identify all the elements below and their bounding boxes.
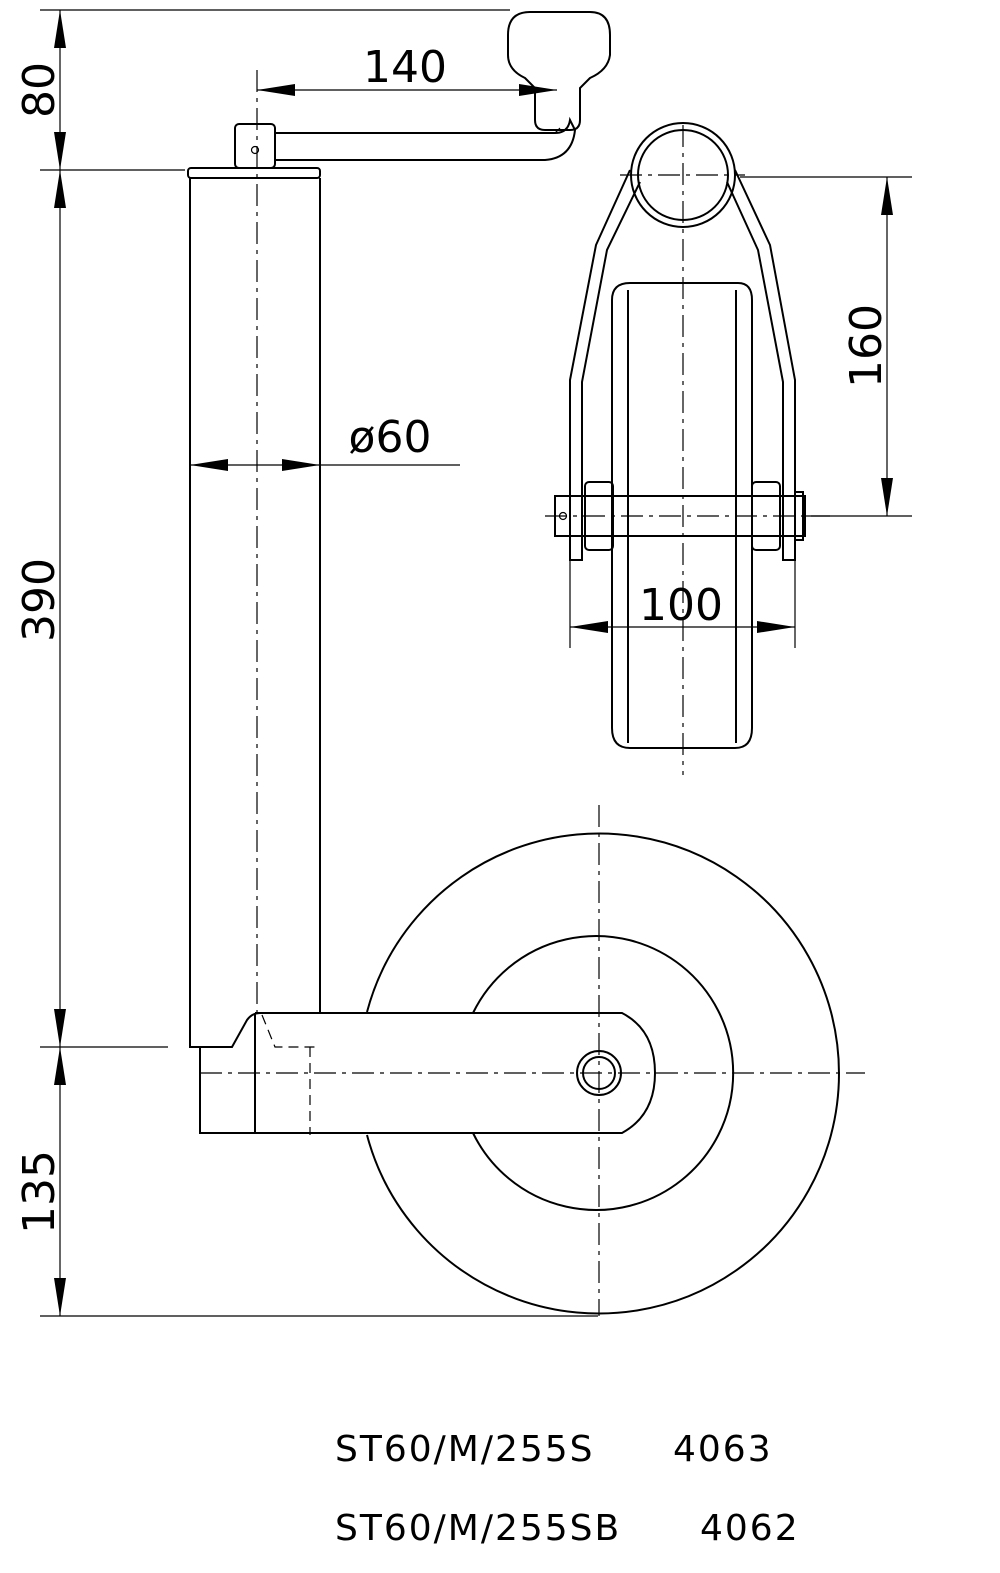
fork-right [726,169,796,561]
model-number: 4062 [700,1508,800,1549]
side-view [187,11,865,1316]
dim-label-diameter-60: ø60 [349,412,432,463]
model-list: ST60/M/255S 4063 ST60/M/255SB 4062 [335,1429,800,1549]
dim-label-135: 135 [14,1150,65,1234]
model-code: ST60/M/255SB [335,1508,621,1549]
model-number: 4063 [673,1429,773,1470]
dimension-lines [40,9,912,1317]
main-tube [189,178,321,1048]
tube-cap [187,167,321,179]
front-view [545,122,830,775]
crank-arm [275,116,577,161]
dim-label-390: 390 [14,558,65,642]
handle-knob [507,11,611,131]
dim-label-80: 80 [14,62,65,118]
front-wheel [611,282,753,749]
dim-label-140: 140 [363,42,447,93]
dim-label-100: 100 [639,580,723,631]
dim-label-160: 160 [841,304,892,388]
model-code: ST60/M/255S [335,1429,595,1470]
wheel-fork [199,1012,657,1134]
fork-left [569,169,641,561]
